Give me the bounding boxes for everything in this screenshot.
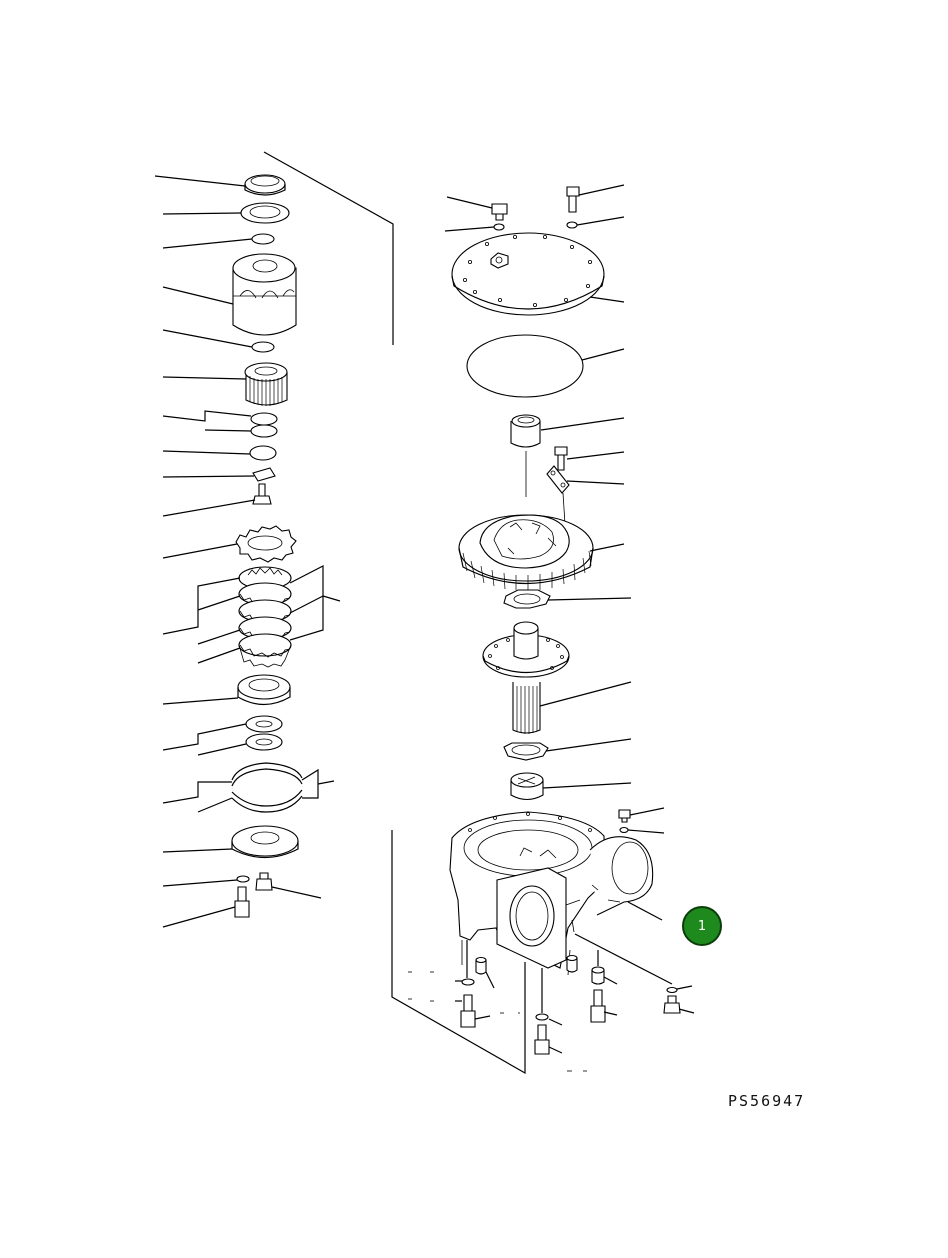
part-o-ring-small [252,234,274,244]
right-column-parts [450,187,680,1054]
part-bolt-lower-b [535,1025,549,1054]
part-shim-ring [504,743,548,760]
part-spacer-lower [592,967,604,984]
part-washer-lower-d [667,988,677,993]
part-nut-top [245,175,285,195]
drawing-id-label: PS56947 [728,1092,806,1110]
assembly-bracket-left [264,152,393,345]
part-snap-rings [232,763,302,812]
part-thrust-washer-b [251,425,277,437]
part-thrust-plate [250,446,276,460]
part-lock-plate-small [253,468,275,481]
part-plug-lower-d [664,996,680,1013]
part-dowel-pin-a [476,958,486,975]
part-bearing-cup [511,415,540,447]
part-bearing-lower [511,773,543,800]
part-spring-washer-a [246,716,282,732]
part-spacer-washer [252,342,274,352]
part-piston [238,675,290,705]
part-bolt-lower-a [461,995,475,1027]
part-swing-motor-housing [450,812,653,975]
part-needle-bearing [245,363,287,406]
part-washer-bottom-left [237,876,249,882]
part-thrust-washer-a [251,413,277,425]
part-plug-housing [619,810,630,833]
part-pinion-shaft-carrier [483,622,569,734]
left-leader-lines [155,176,340,927]
left-column-parts [232,175,302,917]
part-washer-lower-b [536,1014,548,1020]
part-bolt-bottom-left [235,887,249,917]
part-carrier [233,254,296,335]
part-seal-ring [241,203,289,223]
part-dowel-pin-b [567,956,577,973]
assembly-bracket-bottom [392,830,525,1073]
part-gear-large [236,526,296,562]
part-callout-badge[interactable]: 1 [682,906,722,946]
right-leader-lines [408,185,694,1071]
part-bolt-ring-gear [555,447,567,470]
part-bolt-lower-c [591,990,605,1022]
part-gasket [467,335,583,397]
part-thrust-washer-right [504,590,550,608]
part-bolt-small-left [253,484,271,504]
part-cover-plate [232,826,298,858]
part-clutch-disc-stack [239,567,291,667]
part-spring-washer-b [246,734,282,750]
part-ring-gear [459,515,593,591]
part-bolt-top-right [567,187,579,228]
part-plug-top-right [492,204,507,230]
part-washer-lower-a [462,979,474,985]
part-housing-cover [452,233,604,315]
part-lock-plate [547,466,569,493]
part-plug-left [256,873,272,890]
